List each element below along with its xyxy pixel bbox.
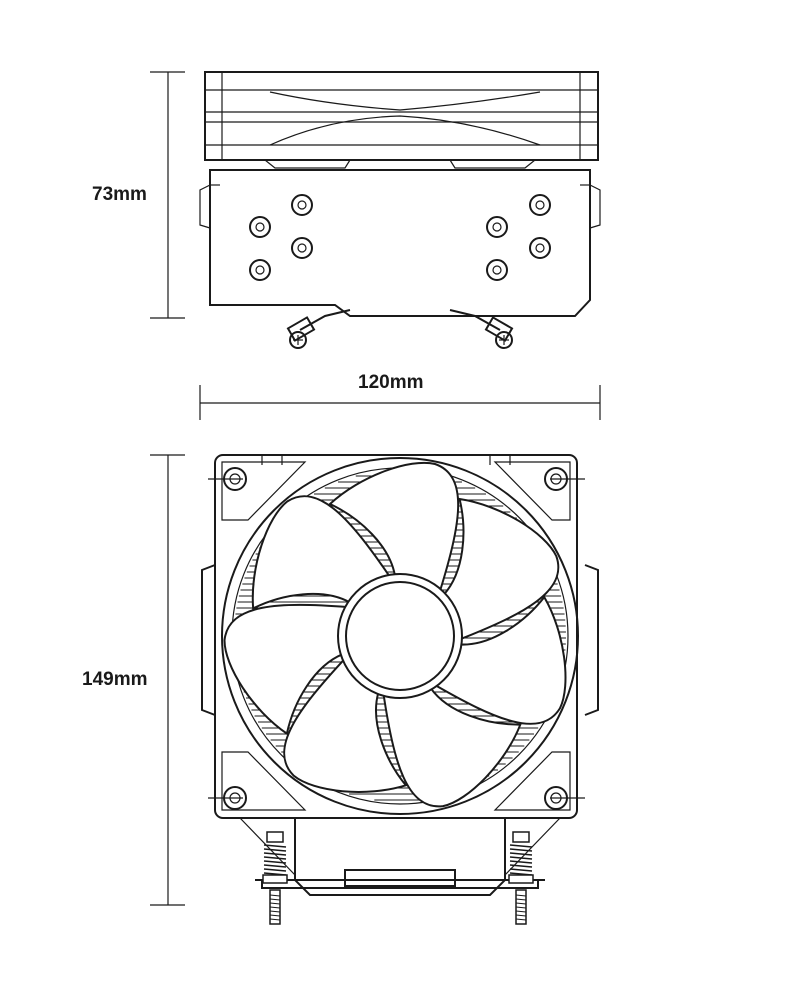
fan-hub	[337, 573, 463, 699]
fan-blade	[442, 497, 560, 641]
spring-screw-right	[508, 831, 534, 925]
fan-blade	[382, 686, 522, 808]
mounting-screws-side	[286, 309, 514, 349]
cooler-side-view	[150, 71, 601, 349]
fan-top-profile	[204, 71, 599, 169]
heatsink-side-fins	[201, 455, 599, 716]
fan-blade	[223, 603, 349, 736]
fan-blade	[433, 595, 567, 725]
heatpipe-ends-left	[249, 194, 313, 281]
spring-screw-left	[262, 831, 288, 925]
dimension-label-height-front: 149mm	[82, 669, 148, 690]
fan-mounting-holes	[208, 467, 585, 810]
cooler-front-view	[150, 454, 599, 925]
width-dimension-line	[199, 385, 601, 420]
fan-blades	[223, 461, 567, 808]
height-dimension-line-top	[150, 71, 185, 319]
fan-frame	[214, 454, 579, 819]
heatpipe-ends-right	[486, 194, 551, 281]
fan-blade	[251, 495, 392, 610]
dimension-label-height-top: 73mm	[92, 184, 147, 205]
fan-blade	[328, 461, 460, 593]
height-dimension-line-front	[150, 454, 185, 906]
dimension-label-width: 120mm	[358, 372, 424, 393]
heatsink-side-body	[199, 169, 601, 317]
